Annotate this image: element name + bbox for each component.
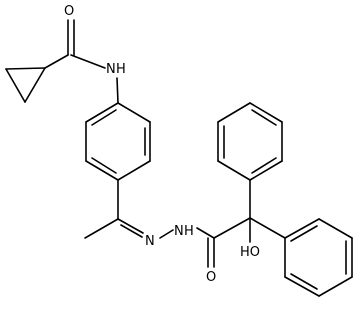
amide-nitrogen-label: N — [106, 62, 116, 77]
hydrazide-carbonyl — [207, 179, 286, 268]
hydrazone-nitrogen-label: N — [145, 234, 155, 249]
amide-oxygen-label: O — [64, 4, 74, 19]
hydrazone-linker — [84, 179, 215, 239]
amide-hydrogen-label: H — [116, 62, 126, 77]
amide-group — [44, 19, 119, 104]
hydrazide-hydrogen-label: H — [184, 224, 194, 239]
right-phenyl-ring — [284, 218, 353, 297]
carbonyl-oxygen-label: O — [206, 270, 216, 285]
hydroxyl-label: HO — [240, 245, 260, 260]
central-benzene-ring — [85, 102, 151, 181]
cyclopropane-ring — [5, 67, 46, 103]
hydrazide-nitrogen-label: N — [174, 224, 184, 239]
upper-phenyl-ring — [217, 102, 283, 181]
